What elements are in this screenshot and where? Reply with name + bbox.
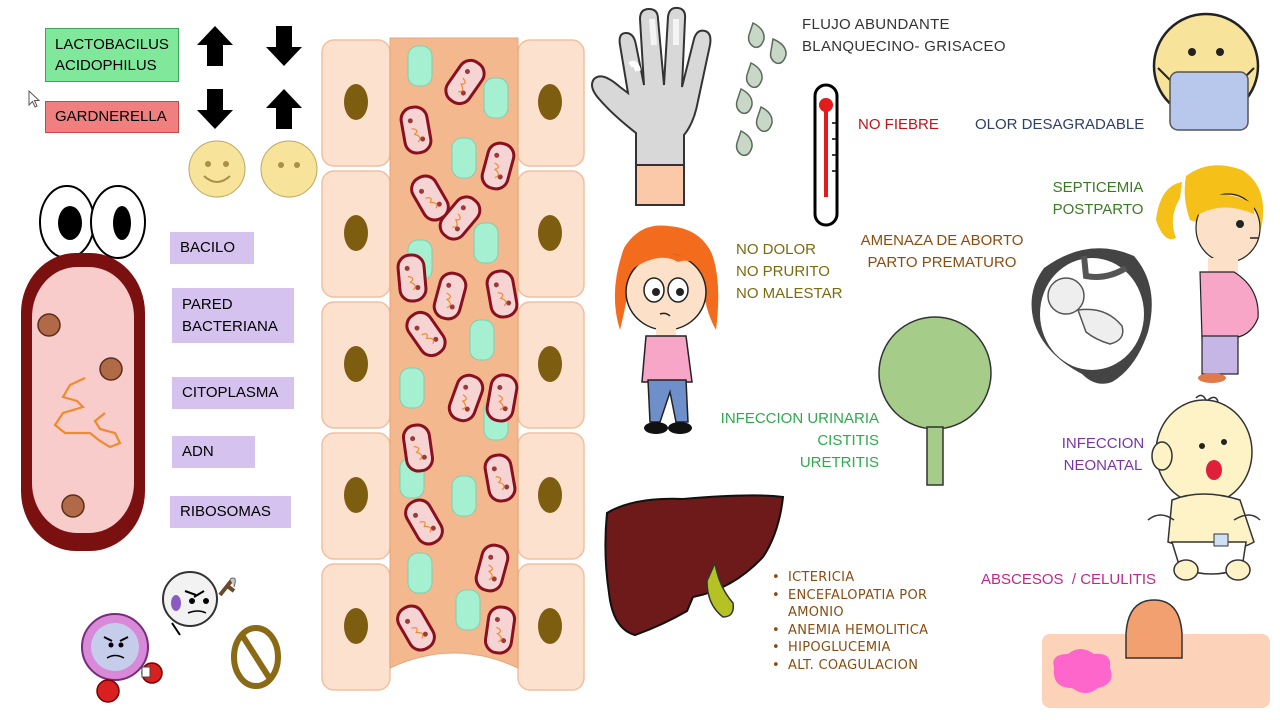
cell-nucleus (538, 215, 562, 251)
part-label-adn: ADN (172, 436, 255, 468)
droplet-icon (755, 105, 773, 133)
lactobacillus-cell (399, 367, 425, 409)
droplet-icon (735, 87, 753, 115)
cell-nucleus (344, 477, 368, 513)
liver-effect-item: ANEMIA HEMOLITICA (770, 622, 928, 640)
gardnerella-cell (474, 543, 510, 593)
gardnerella-label: GARDNERELLA (45, 101, 179, 133)
gardnerella-cell (483, 453, 517, 503)
thermometer-icon (813, 83, 839, 227)
no-fever-label: NO FIEBRE (858, 116, 939, 133)
cell-nucleus (538, 346, 562, 382)
lactobacillus-cell (407, 552, 433, 594)
gardnerella-cell (447, 373, 485, 423)
droplet-icon (769, 37, 787, 65)
gardnerella-cell (432, 271, 468, 321)
gardnerella-cell (485, 269, 519, 319)
gardnerella-cell (405, 310, 447, 358)
gardnerella-cell (399, 105, 433, 155)
liver-effect-item: ENCEFALOPATIA POR AMONIO (770, 587, 928, 622)
cell-nucleus (538, 84, 562, 120)
arrow-down-icon (266, 26, 302, 66)
droplet-icon (747, 21, 765, 49)
arrow-up-icon (197, 26, 233, 66)
smiley-icon (260, 140, 318, 198)
droplet-icon (745, 61, 763, 89)
discharge-drops (735, 21, 787, 157)
part-label-bacilo: BACILO (170, 232, 254, 264)
prohibition-icon (231, 625, 281, 689)
masked-face-icon (1152, 12, 1260, 131)
gardnerella-cell (404, 498, 444, 546)
arrow-down-icon (197, 89, 233, 129)
lactobacillus-cell (483, 77, 509, 119)
lactobacillus-cell (469, 319, 495, 361)
lactobacillus-cell (407, 45, 433, 87)
gardnerella-cell (401, 423, 435, 473)
cell-nucleus (344, 215, 368, 251)
gardnerella-cell (396, 604, 436, 652)
liver-effect-item: ICTERICIA (770, 569, 928, 587)
gardnerella-cell (396, 253, 428, 303)
gardnerella-cell (480, 141, 516, 191)
immune-cells-cartoon (81, 571, 236, 703)
sepsis-label: SEPTICEMIA POSTPARTO (1052, 179, 1144, 218)
baby-cartoon (1147, 394, 1261, 581)
bacillus-cartoon (21, 185, 146, 551)
womb-fetus-icon (1031, 248, 1152, 384)
abortion-label: AMENAZA DE ABORTO PARTO PREMATURO (860, 232, 1024, 271)
discharge-label: FLUJO ABUNDANTE BLANQUECINO- GRISACEO (802, 16, 1006, 55)
smiley-icon (188, 140, 246, 198)
part-label-pared: PARED BACTERIANA (172, 288, 294, 343)
gardnerella-cell (485, 373, 519, 423)
gardnerella-cell (444, 58, 486, 106)
arrow-up-icon (266, 89, 302, 129)
cell-nucleus (344, 346, 368, 382)
cell-nucleus (538, 608, 562, 644)
abscess-label: ABSCESOS / CELULITIS (981, 571, 1157, 588)
part-label-ribosomas: RIBOSOMAS (170, 496, 291, 528)
liver-icon (604, 494, 785, 637)
gardnerella-cell (438, 195, 482, 241)
pregnant-girl-cartoon (1156, 165, 1264, 383)
lactobacillus-cell (455, 589, 481, 631)
epithelial-cells-right (517, 39, 585, 691)
part-label-citoplasma: CITOPLASMA (172, 377, 294, 409)
lactobacillus-cell (451, 137, 477, 179)
bacteria-cluster (396, 45, 519, 655)
odor-label: OLOR DESAGRADABLE (975, 116, 1145, 133)
liver-effect-item: HIPOGLUCEMIA (770, 639, 928, 657)
cell-nucleus (344, 84, 368, 120)
cell-nucleus (344, 608, 368, 644)
neonatal-label: INFECCION NEONATAL (1061, 435, 1145, 474)
lactobacillus-cell (451, 475, 477, 517)
no-pain-label: NO DOLOR NO PRURITO NO MALESTAR (736, 241, 843, 302)
liver-effects-list: ICTERICIA ENCEFALOPATIA POR AMONIO ANEMI… (770, 569, 928, 674)
liver-effect-item: ALT. COAGULACION (770, 657, 928, 675)
epithelial-cells-left (321, 39, 391, 691)
gardnerella-cell (483, 605, 517, 655)
girl-cartoon (614, 225, 719, 434)
lactobacillus-cell (473, 222, 499, 264)
cell-nucleus (538, 477, 562, 513)
bladder-icon (878, 316, 992, 486)
urinary-label: INFECCION URINARIA CISTITIS URETRITIS (720, 410, 879, 471)
droplet-icon (735, 129, 753, 157)
lactobacillus-label: LACTOBACILUS ACIDOPHILUS (45, 28, 179, 82)
skin-abscess-icon (1042, 599, 1270, 708)
glove-icon (591, 6, 712, 206)
epithelium-diagram (321, 37, 585, 691)
mouse-cursor-icon (28, 89, 41, 108)
